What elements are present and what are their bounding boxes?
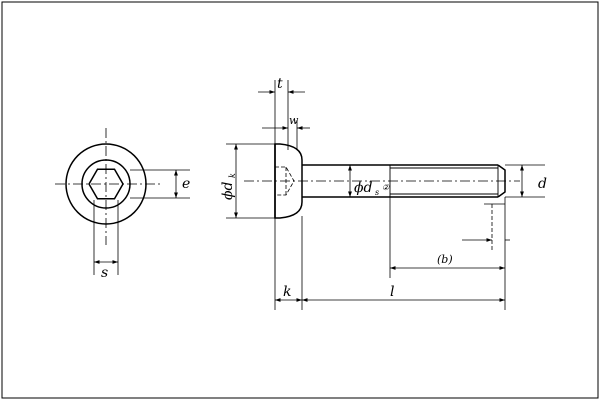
ds-note-marker: ② <box>382 183 390 192</box>
s-label: s <box>101 265 108 281</box>
d-label: d <box>538 176 547 192</box>
b-label: (b) <box>437 253 453 266</box>
w-label: w <box>289 114 299 127</box>
dk-subscript: k <box>228 173 237 178</box>
socket-hidden-outline <box>275 166 295 196</box>
socket-circle <box>81 159 131 209</box>
button-head <box>274 143 303 219</box>
e-label: e <box>182 176 190 192</box>
end-view: e s <box>55 128 190 281</box>
ds-subscript: s <box>375 188 379 197</box>
hex-socket <box>88 168 124 200</box>
ds-label: ϕd <box>354 180 373 196</box>
thread-tip-chamfer <box>497 164 506 198</box>
dk-label-group: ϕd k <box>220 173 237 200</box>
head-outer-circle <box>65 143 147 225</box>
dk-label: ϕd <box>220 181 236 200</box>
side-view: t w ϕd k ϕd s ② d (b) <box>220 76 547 310</box>
t-label: t <box>277 76 283 92</box>
l-label: l <box>390 284 394 300</box>
k-label: k <box>283 284 291 300</box>
